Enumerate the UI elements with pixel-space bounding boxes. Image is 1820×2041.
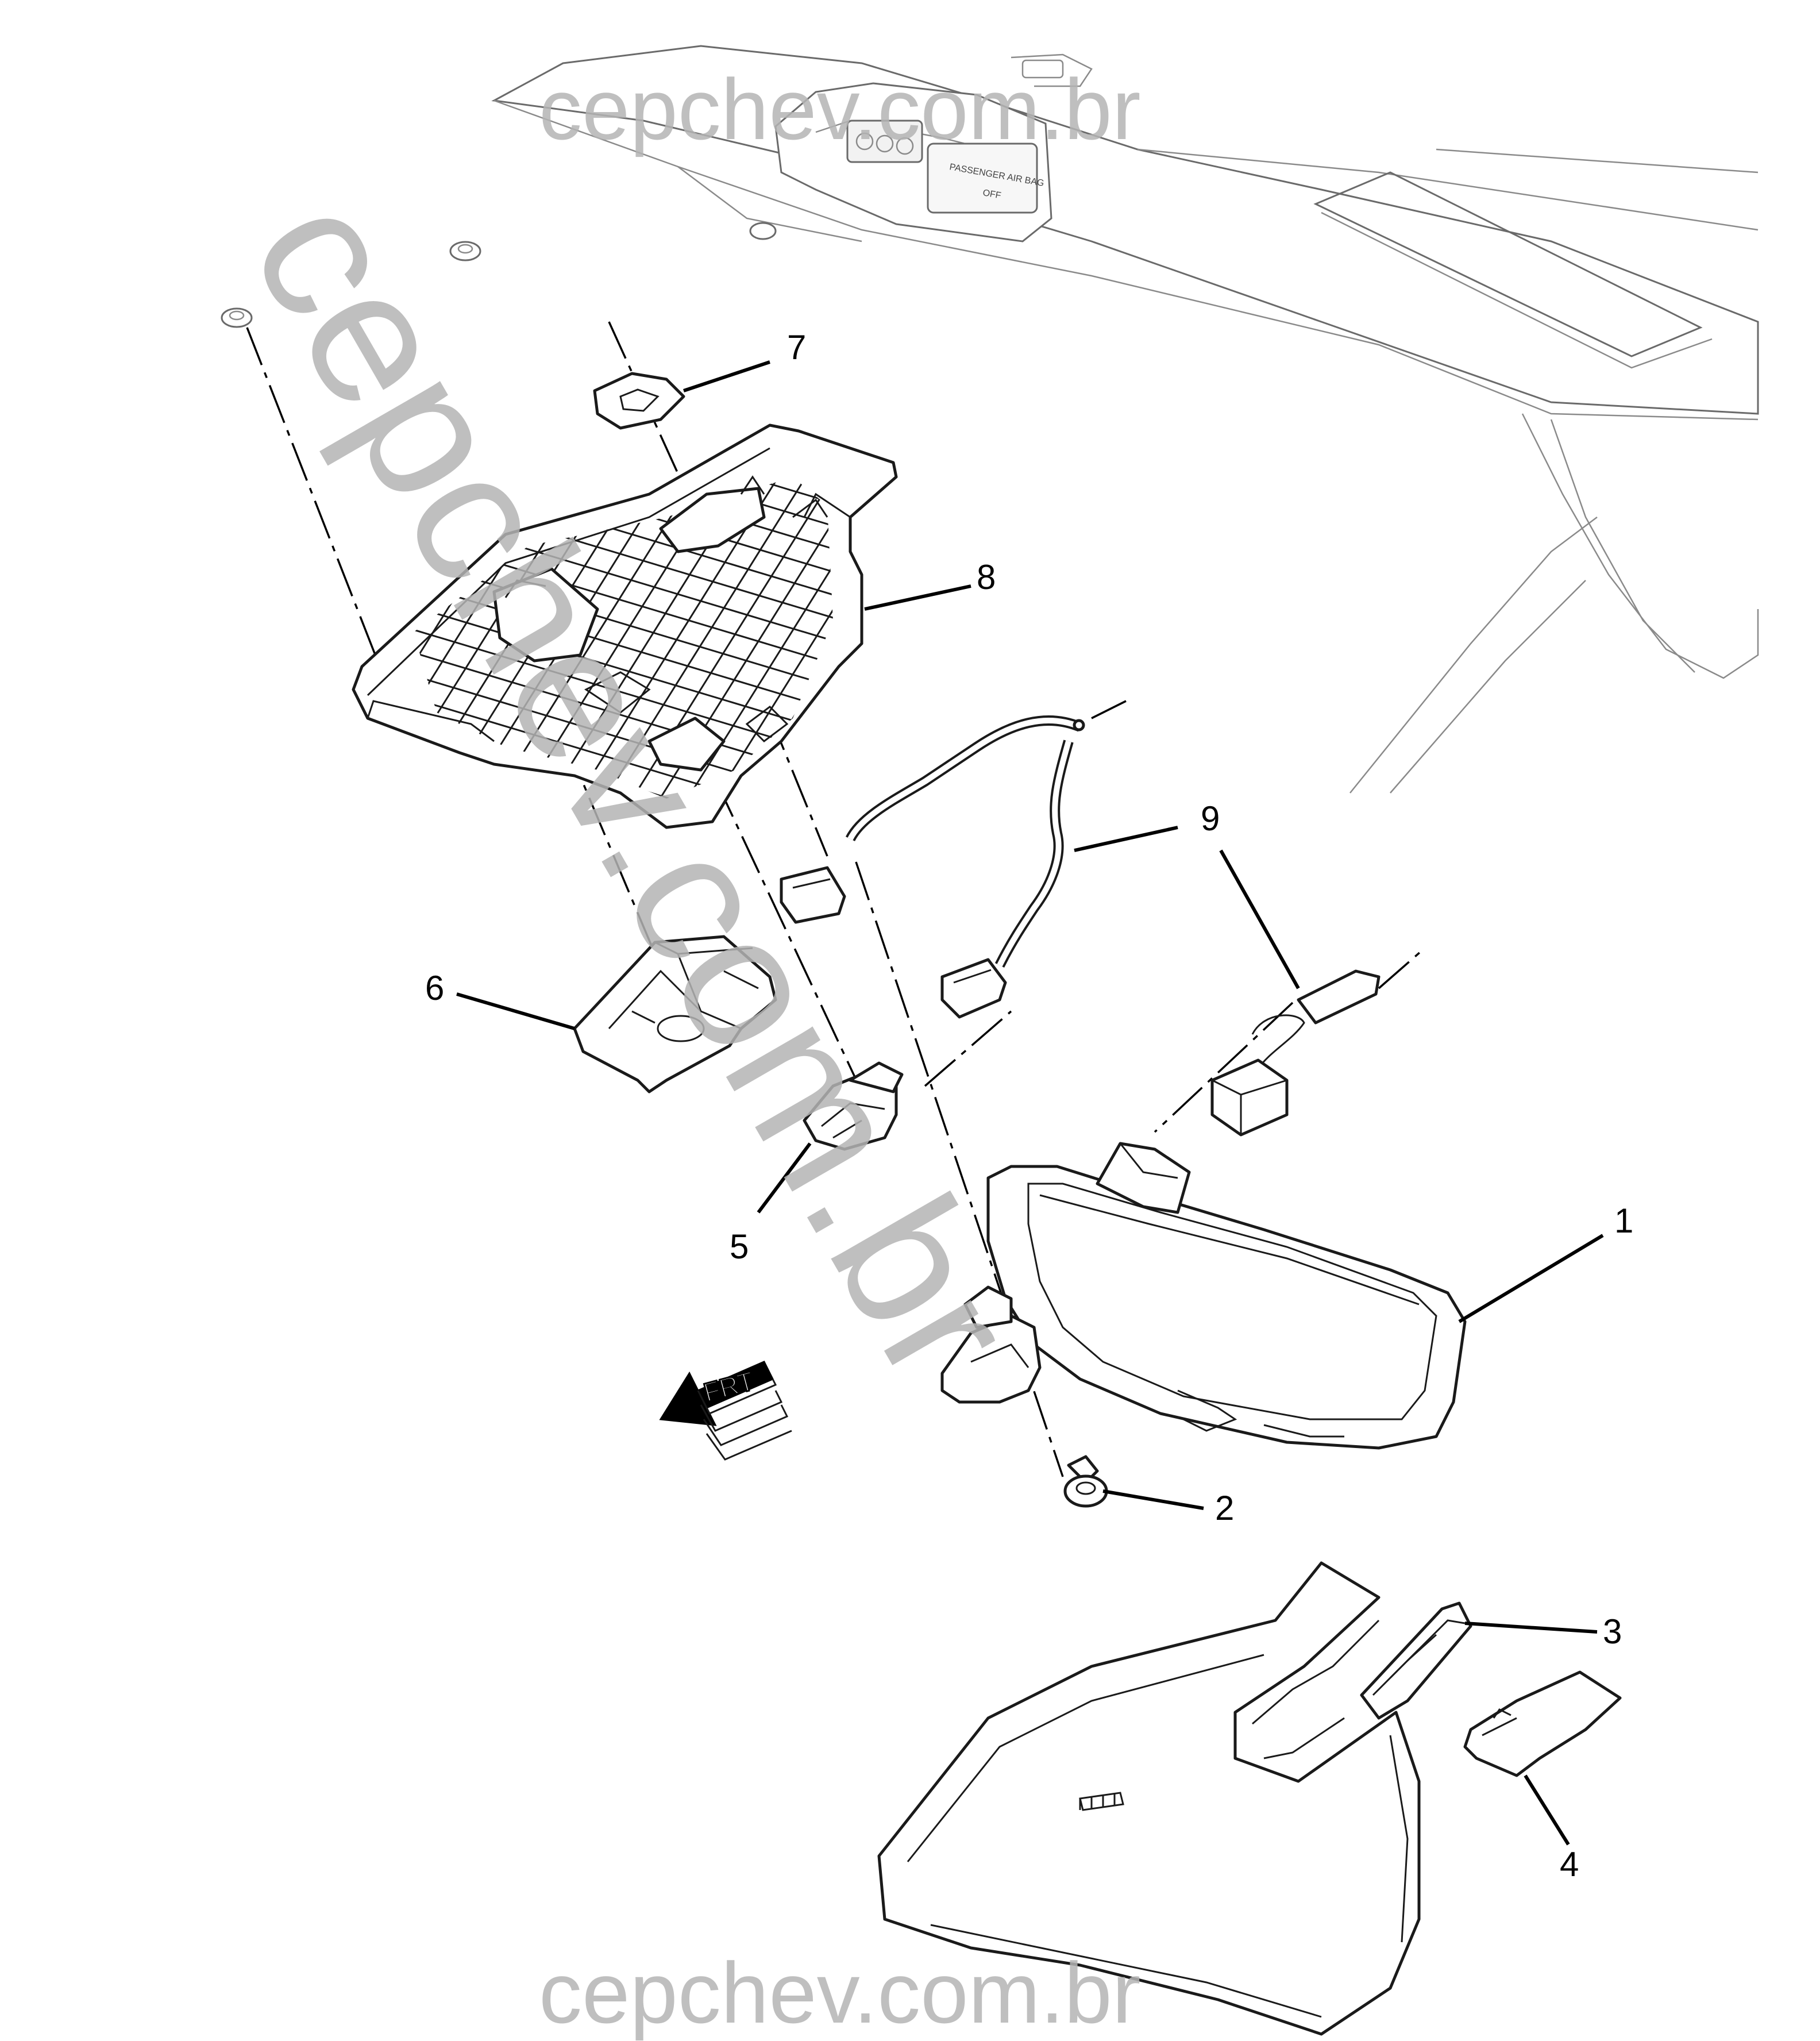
console-button-icon xyxy=(855,132,874,151)
grid-line xyxy=(619,477,833,799)
callout-labels: 1 2 3 4 5 6 7 8 9 xyxy=(425,328,1633,1884)
callout-7: 7 xyxy=(787,328,806,367)
grid-line xyxy=(0,402,273,862)
grid-line xyxy=(414,477,833,622)
part-7-grommet xyxy=(593,372,685,430)
grid-line xyxy=(14,402,301,862)
callout-3: 3 xyxy=(1603,1612,1622,1651)
callout-4: 4 xyxy=(1560,1845,1579,1884)
front-direction-arrow: FRT xyxy=(659,1361,792,1461)
part-2-mirror-bolt xyxy=(1063,1455,1108,1508)
airbag-state: OFF xyxy=(982,188,1002,201)
grid-line xyxy=(41,402,329,862)
console-button-icon xyxy=(896,137,914,155)
grid-line xyxy=(414,677,833,799)
roof-clip xyxy=(449,241,481,261)
part-4-cover-end-cap xyxy=(1463,1670,1622,1777)
grid-line xyxy=(414,654,833,799)
part-3-cover-trim xyxy=(1360,1601,1472,1720)
part-1-rearview-mirror xyxy=(940,1142,1467,1450)
roof-headliner: PASSENGER AIR BAG OFF xyxy=(221,45,1759,794)
mirror-cover-shell xyxy=(877,1561,1421,2036)
roof-clip xyxy=(749,222,777,240)
frt-label: FRT xyxy=(700,1366,757,1408)
grid-line xyxy=(0,402,246,862)
grid-line xyxy=(69,402,356,862)
callout-6: 6 xyxy=(425,969,444,1007)
console-button-icon xyxy=(876,134,894,153)
grid-line xyxy=(647,477,833,799)
callout-8: 8 xyxy=(977,558,996,596)
part-9-wiring-harness xyxy=(780,715,1381,1137)
leader-lines xyxy=(456,360,1604,1846)
callout-9: 9 xyxy=(1201,799,1220,838)
callout-5: 5 xyxy=(730,1227,749,1266)
callout-1: 1 xyxy=(1614,1202,1633,1240)
roof-clip xyxy=(221,307,253,328)
watermark-diagonal: cepchev.com.br xyxy=(211,161,1058,1415)
callout-2: 2 xyxy=(1215,1489,1234,1527)
part-5-camera-module xyxy=(803,1061,904,1151)
grid-line xyxy=(414,477,833,553)
watermark-top: cepchev.com.br xyxy=(539,61,1141,157)
part-6-sensor-bracket xyxy=(573,935,777,1093)
watermark-bottom: cepchev.com.br xyxy=(539,1944,1141,2041)
overhead-console: PASSENGER AIR BAG OFF xyxy=(774,53,1093,242)
